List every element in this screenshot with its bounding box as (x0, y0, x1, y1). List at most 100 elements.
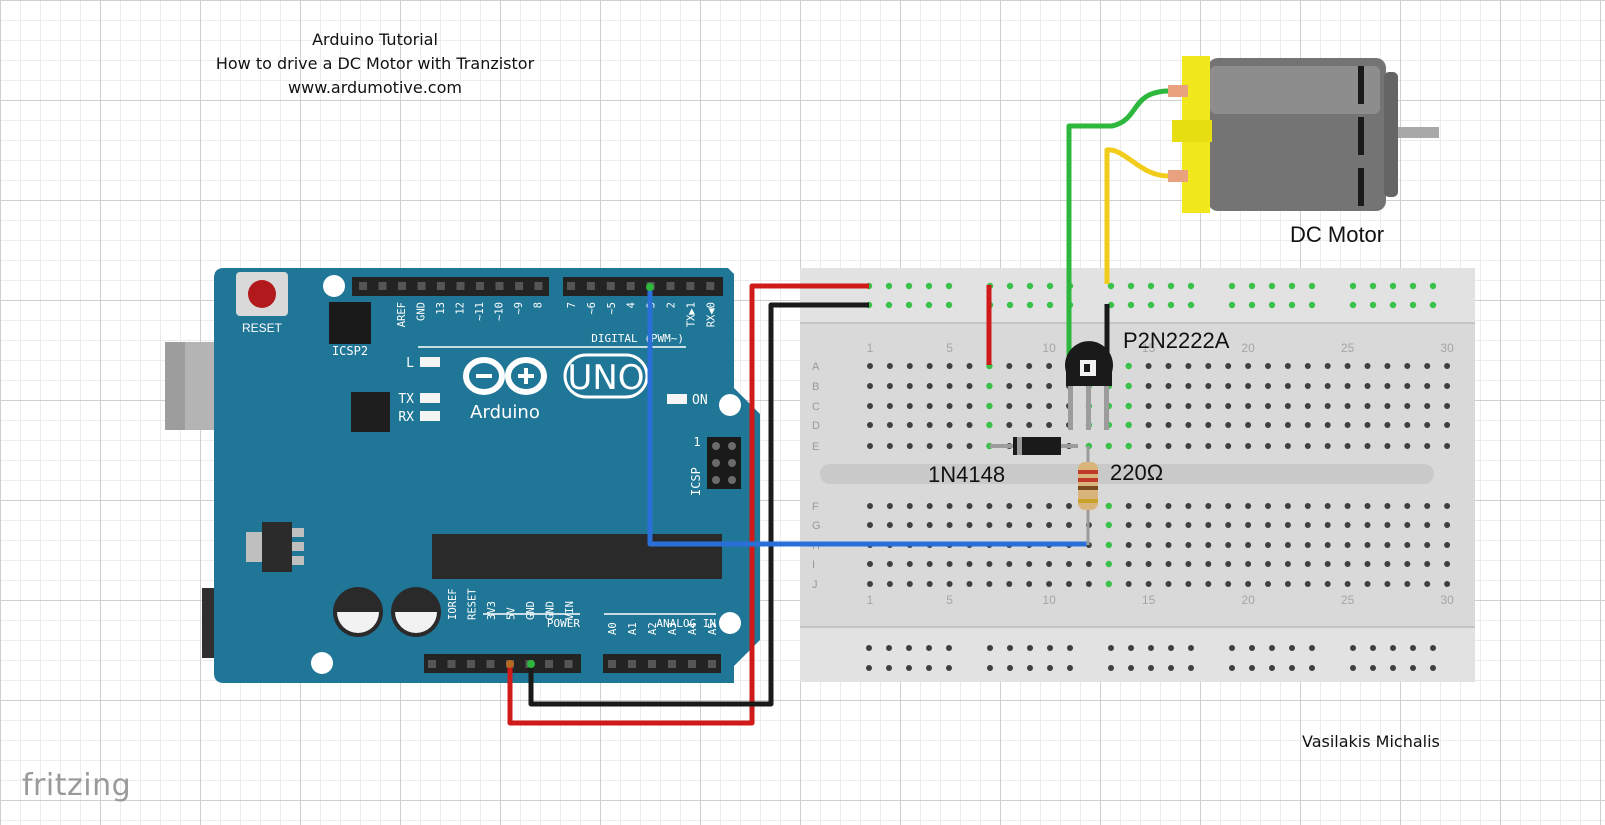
breadboard-hole[interactable] (966, 383, 973, 389)
breadboard-hole[interactable] (1265, 503, 1271, 509)
breadboard-hole[interactable] (926, 443, 933, 449)
breadboard-hole[interactable] (1046, 503, 1053, 509)
breadboard-hole[interactable] (1304, 503, 1311, 509)
breadboard-hole[interactable] (966, 522, 973, 528)
breadboard-hole[interactable] (886, 383, 893, 389)
breadboard-hole[interactable] (1105, 442, 1113, 450)
breadboard-hole[interactable] (1026, 422, 1033, 428)
breadboard-hole[interactable] (1304, 422, 1311, 428)
breadboard-hole[interactable] (1125, 561, 1132, 567)
breadboard-hole[interactable] (1304, 403, 1311, 409)
breadboard-rail-hole[interactable] (1390, 645, 1396, 651)
breadboard-hole[interactable] (946, 383, 953, 389)
breadboard-rail-hole[interactable] (1046, 282, 1054, 290)
breadboard-hole[interactable] (926, 522, 933, 528)
breadboard-hole[interactable] (1225, 522, 1232, 528)
breadboard-hole[interactable] (1185, 363, 1192, 369)
header-pin[interactable] (567, 282, 575, 290)
breadboard-hole[interactable] (1225, 503, 1232, 509)
breadboard-hole[interactable] (1364, 422, 1371, 428)
breadboard-hole[interactable] (1125, 522, 1132, 528)
breadboard-rail-hole[interactable] (1007, 645, 1013, 651)
breadboard-hole[interactable] (1105, 560, 1113, 568)
breadboard-rail-hole[interactable] (1309, 645, 1315, 651)
breadboard-hole[interactable] (1006, 503, 1013, 509)
header-pin[interactable] (534, 282, 543, 290)
breadboard-hole[interactable] (1185, 443, 1192, 449)
breadboard-hole[interactable] (1424, 581, 1431, 587)
breadboard-hole[interactable] (1364, 443, 1371, 449)
header-pin[interactable] (608, 660, 616, 668)
breadboard-hole[interactable] (886, 363, 893, 369)
breadboard-rail-hole[interactable] (1027, 645, 1033, 651)
breadboard-hole[interactable] (886, 443, 893, 449)
breadboard-rail-hole[interactable] (1308, 282, 1316, 290)
breadboard-hole[interactable] (926, 561, 933, 567)
breadboard-hole[interactable] (1006, 522, 1013, 528)
breadboard-hole[interactable] (1444, 503, 1451, 509)
breadboard-hole[interactable] (1165, 503, 1172, 509)
breadboard-rail-hole[interactable] (1369, 301, 1377, 309)
breadboard-hole[interactable] (1145, 422, 1152, 428)
breadboard-rail-hole[interactable] (1288, 301, 1296, 309)
breadboard-rail-hole[interactable] (1429, 282, 1437, 290)
breadboard-hole[interactable] (1006, 422, 1013, 428)
breadboard-rail-hole[interactable] (1188, 645, 1194, 651)
header-pin[interactable] (428, 660, 436, 668)
breadboard-hole[interactable] (1026, 581, 1033, 587)
breadboard-rail-hole[interactable] (1430, 645, 1436, 651)
breadboard-hole[interactable] (1125, 421, 1132, 429)
breadboard-hole[interactable] (1185, 561, 1192, 567)
breadboard-hole[interactable] (1444, 443, 1451, 449)
breadboard-hole[interactable] (1265, 542, 1271, 548)
breadboard-rail-hole[interactable] (1349, 301, 1357, 309)
breadboard-hole[interactable] (1085, 561, 1092, 567)
breadboard-hole[interactable] (1205, 383, 1212, 389)
breadboard-rail-hole[interactable] (1350, 665, 1356, 671)
header-pin[interactable] (495, 282, 504, 290)
breadboard-hole[interactable] (1444, 363, 1451, 369)
breadboard-hole[interactable] (1006, 561, 1013, 567)
breadboard-rail-hole[interactable] (1168, 665, 1174, 671)
breadboard-hole[interactable] (1265, 581, 1271, 587)
breadboard-hole[interactable] (1046, 363, 1053, 369)
breadboard-hole[interactable] (1006, 383, 1013, 389)
breadboard-rail-hole[interactable] (1148, 645, 1154, 651)
breadboard-rail-hole[interactable] (1269, 645, 1275, 651)
breadboard-hole[interactable] (1006, 581, 1013, 587)
breadboard-hole[interactable] (1324, 383, 1331, 389)
breadboard-hole[interactable] (1225, 561, 1232, 567)
breadboard-hole[interactable] (1324, 542, 1331, 548)
breadboard-rail-hole[interactable] (1047, 665, 1053, 671)
breadboard-hole[interactable] (1125, 362, 1132, 370)
breadboard-hole[interactable] (946, 422, 953, 428)
breadboard-hole[interactable] (1046, 422, 1053, 428)
breadboard-hole[interactable] (1304, 522, 1311, 528)
breadboard-hole[interactable] (867, 422, 873, 428)
header-pin[interactable] (666, 282, 675, 290)
breadboard-hole[interactable] (1364, 363, 1371, 369)
breadboard-hole[interactable] (1046, 522, 1053, 528)
breadboard-hole[interactable] (1324, 443, 1331, 449)
header-pin[interactable] (648, 660, 656, 668)
breadboard-hole[interactable] (1384, 443, 1391, 449)
breadboard-rail-hole[interactable] (926, 645, 932, 651)
breadboard-hole[interactable] (966, 503, 973, 509)
breadboard-hole[interactable] (867, 363, 873, 369)
breadboard-hole[interactable] (1205, 443, 1212, 449)
breadboard-rail-hole[interactable] (1026, 301, 1034, 309)
breadboard-hole[interactable] (1145, 503, 1152, 509)
breadboard-hole[interactable] (1006, 363, 1013, 369)
breadboard-hole[interactable] (986, 561, 993, 567)
breadboard-rail-hole[interactable] (946, 645, 952, 651)
breadboard-hole[interactable] (1165, 443, 1172, 449)
breadboard-hole[interactable] (1284, 443, 1291, 449)
breadboard-hole[interactable] (1304, 561, 1311, 567)
breadboard-hole[interactable] (1205, 561, 1212, 567)
breadboard-hole[interactable] (1324, 403, 1331, 409)
breadboard-hole[interactable] (1066, 503, 1072, 509)
breadboard-hole[interactable] (1245, 542, 1252, 548)
breadboard-hole[interactable] (1245, 503, 1252, 509)
breadboard-hole[interactable] (1265, 561, 1271, 567)
breadboard-hole[interactable] (1205, 503, 1212, 509)
